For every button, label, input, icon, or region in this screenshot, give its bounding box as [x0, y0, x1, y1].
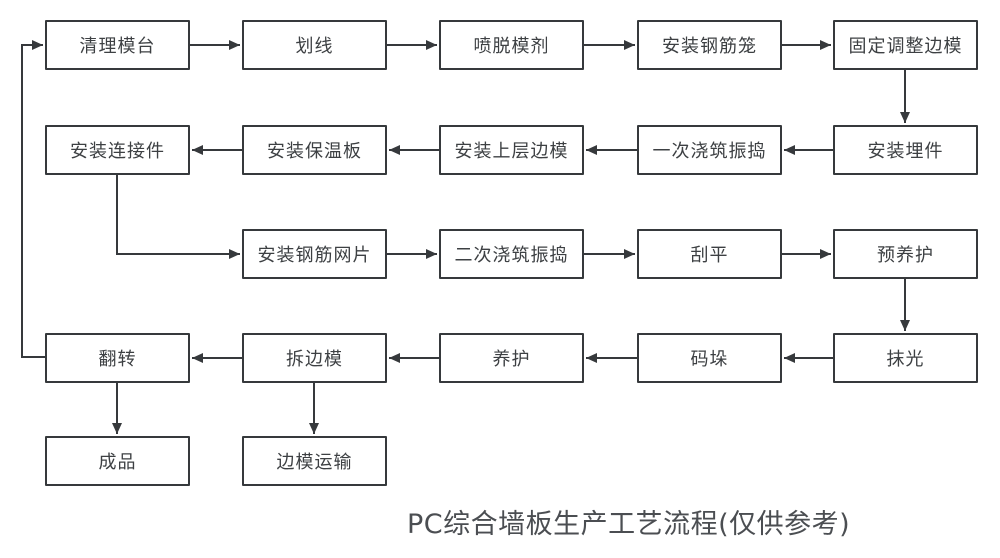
node-install-upper-side-mold: 安装上层边模: [439, 125, 584, 175]
node-side-mold-transport: 边模运输: [242, 436, 387, 486]
node-curing: 养护: [439, 333, 584, 383]
node-second-pour-vibrate: 二次浇筑振捣: [439, 229, 584, 279]
node-fix-adjust-side-mold: 固定调整边模: [833, 20, 978, 70]
node-trowel-finishing: 抹光: [833, 333, 978, 383]
node-install-embedded-parts: 安装埋件: [833, 125, 978, 175]
node-finished-product: 成品: [45, 436, 190, 486]
node-flipping: 翻转: [45, 333, 190, 383]
node-clean-mold-table: 清理模台: [45, 20, 190, 70]
node-stacking: 码垛: [637, 333, 782, 383]
node-install-connectors: 安装连接件: [45, 125, 190, 175]
node-install-rebar-mesh: 安装钢筋网片: [242, 229, 387, 279]
node-screeding: 刮平: [637, 229, 782, 279]
node-install-rebar-cage: 安装钢筋笼: [637, 20, 782, 70]
arrow-install-connectors-to-install-rebar-mesh: [116, 175, 240, 259]
node-install-insulation-board: 安装保温板: [242, 125, 387, 175]
node-pre-curing: 预养护: [833, 229, 978, 279]
node-marking: 划线: [242, 20, 387, 70]
arrow-flipping-to-clean-mold-table: [21, 40, 45, 358]
node-remove-side-mold: 拆边模: [242, 333, 387, 383]
node-first-pour-vibrate: 一次浇筑振捣: [637, 125, 782, 175]
diagram-title: PC综合墙板生产工艺流程(仅供参考): [407, 509, 851, 540]
node-spray-release-agent: 喷脱模剂: [439, 20, 584, 70]
